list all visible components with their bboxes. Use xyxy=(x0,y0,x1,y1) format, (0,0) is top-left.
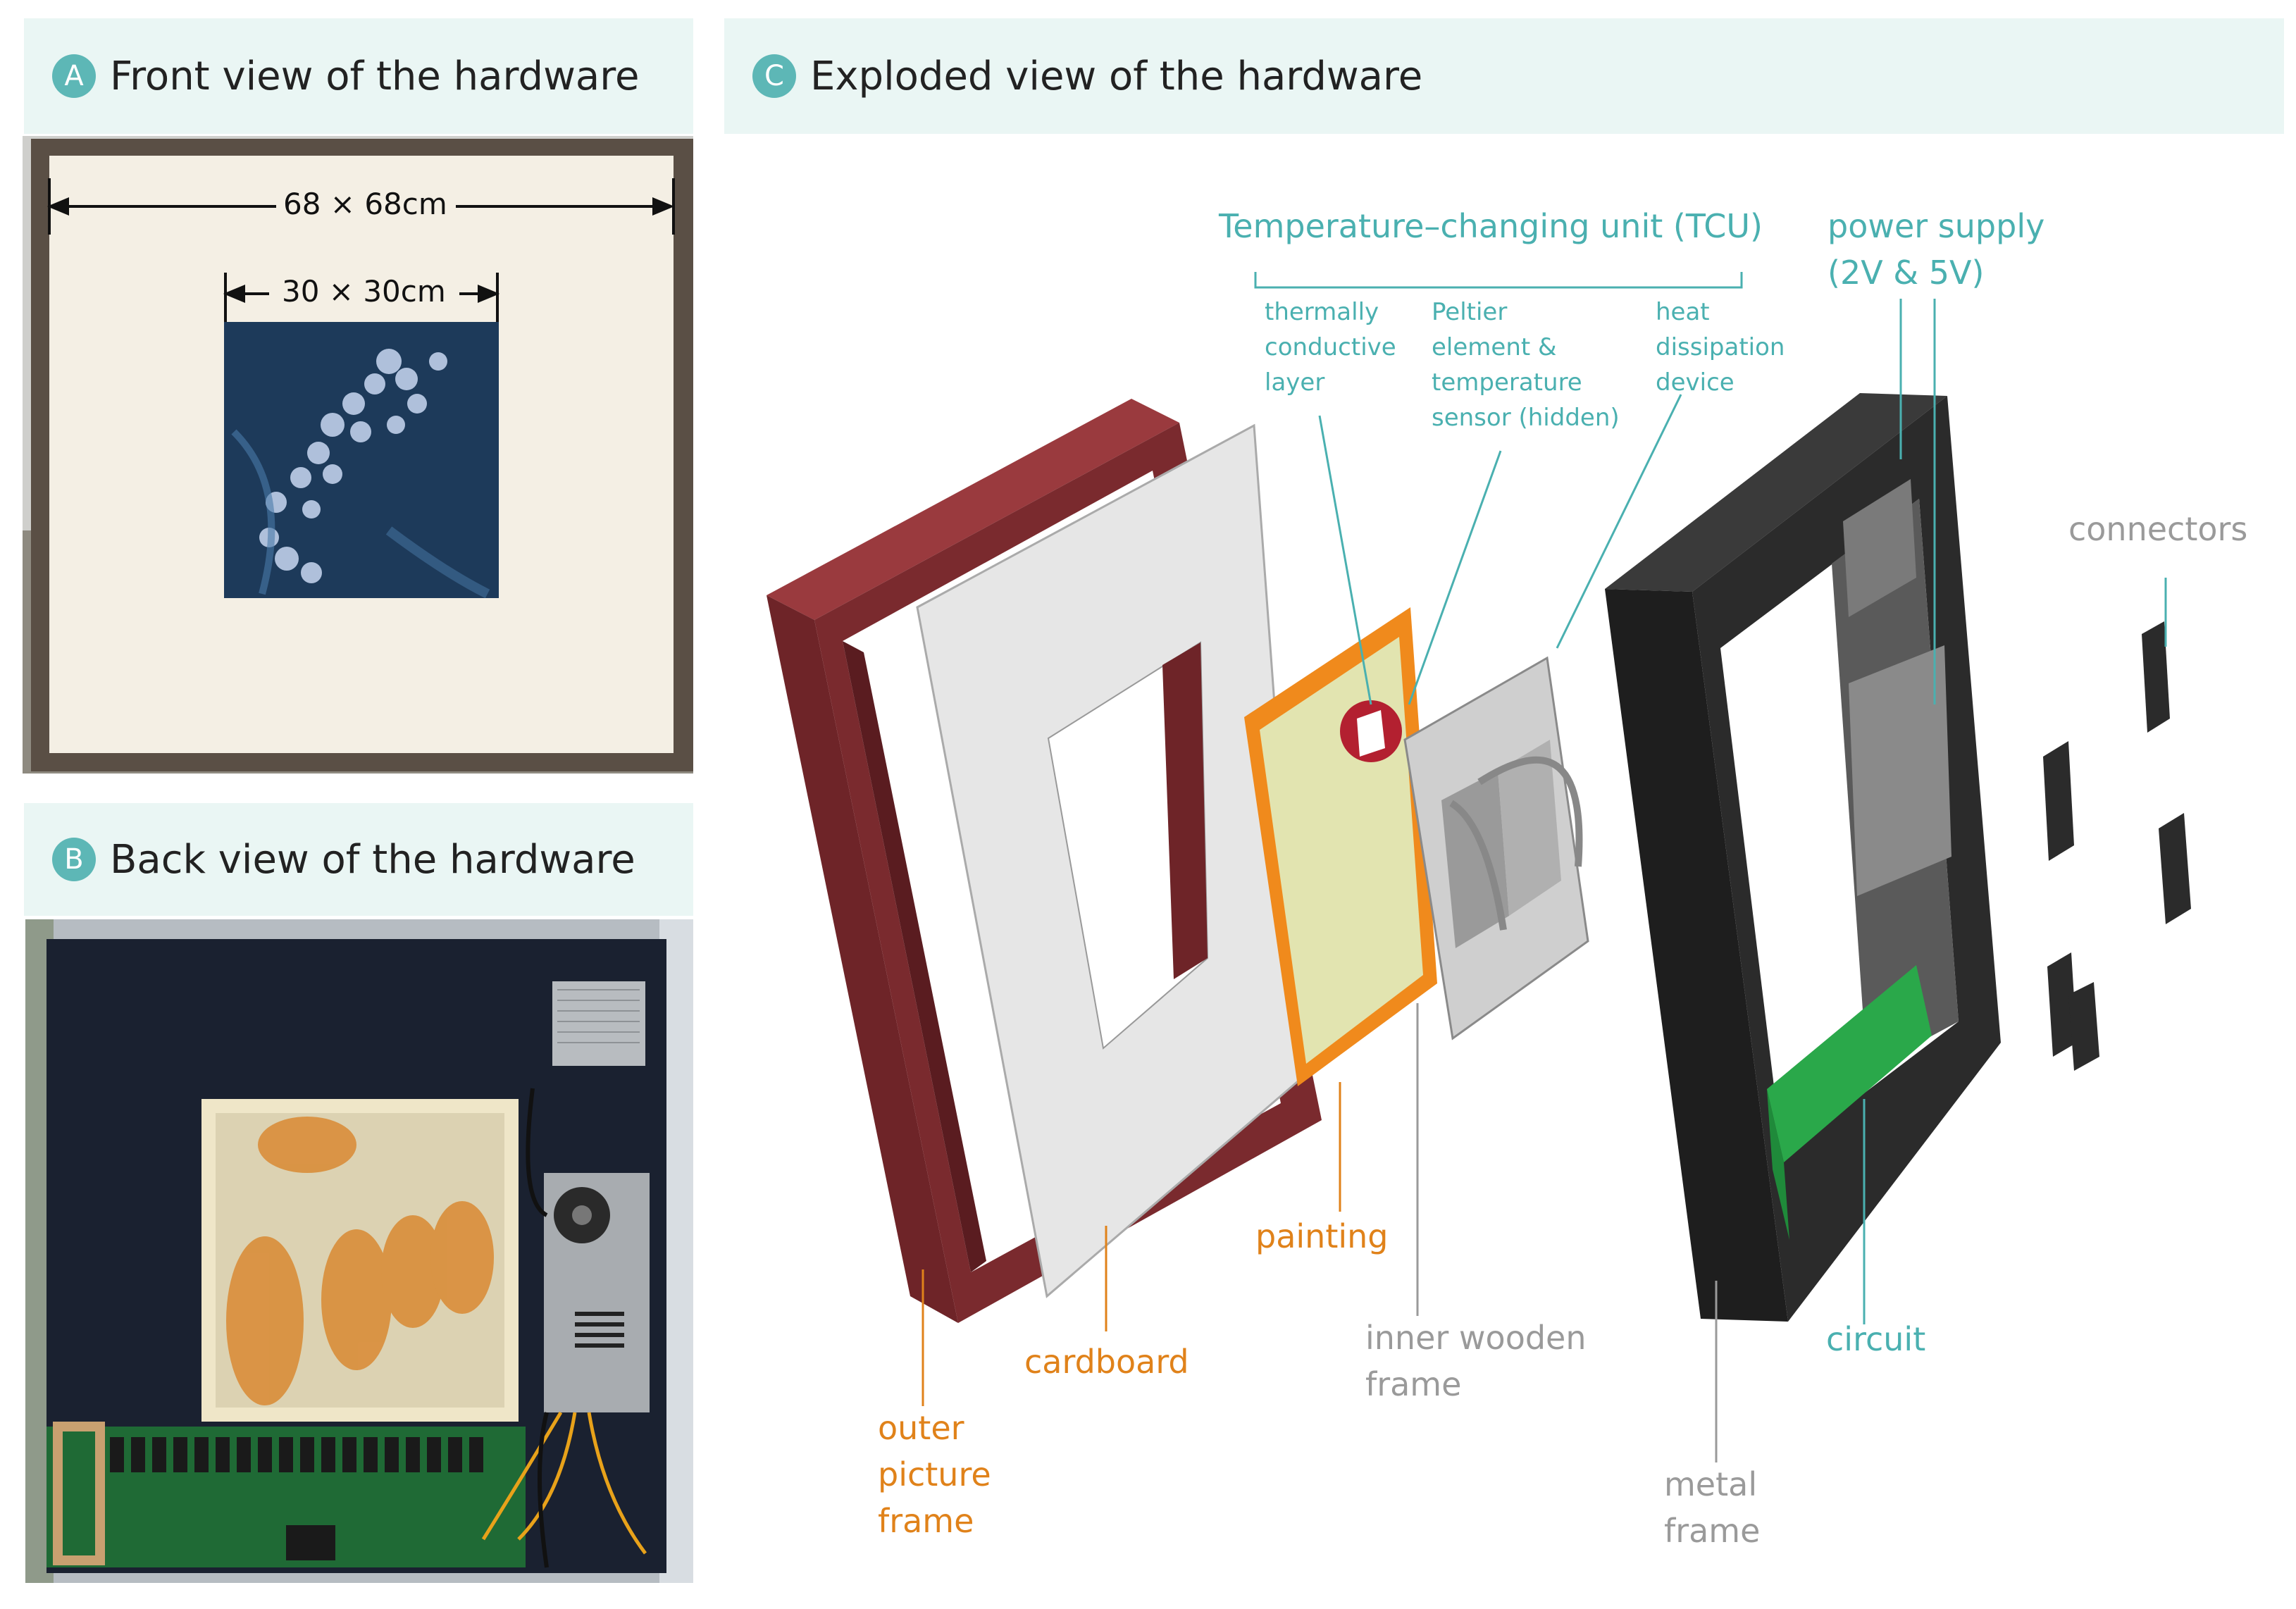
back-view-drawing xyxy=(25,919,693,1583)
outer-frame-label: outer picture frame xyxy=(878,1409,991,1540)
front-view-drawing xyxy=(23,136,693,774)
peltier-label: Peltier element & temperature sensor (hi… xyxy=(1432,298,1620,432)
tcu-label: Temperature–changing unit (TCU) xyxy=(1219,207,1763,245)
flower-cluster xyxy=(259,349,447,583)
metal-frame-label: metal frame xyxy=(1664,1465,1761,1550)
power-supply-small xyxy=(552,981,645,1066)
back-view-photo xyxy=(25,919,693,1583)
cables xyxy=(481,1411,647,1555)
circuit-board-3d xyxy=(1767,965,1932,1162)
inner-dimension-line xyxy=(223,273,500,322)
painting-panel xyxy=(1244,607,1437,1086)
copper-heating-pads xyxy=(226,1117,494,1405)
cardboard xyxy=(916,423,1303,1298)
panel-a-badge: A xyxy=(52,54,96,98)
connectors-label: connectors xyxy=(2068,510,2248,548)
connector-plates xyxy=(2043,621,2191,1071)
outer-dimension-label: 68 × 68cm xyxy=(283,187,447,221)
metal-frame-box xyxy=(1605,393,2001,1322)
panel-c-title: Exploded view of the hardware xyxy=(810,53,1423,99)
panel-a-title: Front view of the hardware xyxy=(110,53,640,99)
outer-dimension-line xyxy=(46,178,675,235)
panel-c-badge: C xyxy=(752,54,796,98)
wooden-support xyxy=(53,1422,105,1565)
teal-leader-lines xyxy=(1254,272,2167,1324)
panel-b-header: B Back view of the hardware xyxy=(24,803,693,916)
front-view-photo: 68 × 68cm 30 × 30cm xyxy=(23,136,693,774)
circuit-label: circuit xyxy=(1826,1320,1926,1358)
panel-a-header: A Front view of the hardware xyxy=(24,18,693,134)
thermal-layer-label: thermally conductive layer xyxy=(1265,298,1396,397)
heat-dissipation-label: heat dissipation device xyxy=(1656,298,1785,397)
panel-c-header: C Exploded view of the hardware xyxy=(724,18,2284,134)
power-supply-label: power supply (2V & 5V) xyxy=(1828,207,2045,292)
tcu-assembly xyxy=(1403,656,1589,1040)
inner-frame-label: inner wooden frame xyxy=(1365,1319,1587,1403)
painting-label: painting xyxy=(1255,1217,1389,1255)
panel-b-badge: B xyxy=(52,838,96,881)
panel-b-title: Back view of the hardware xyxy=(110,836,635,883)
cardboard-label: cardboard xyxy=(1024,1343,1189,1381)
inner-dimension-label: 30 × 30cm xyxy=(282,274,446,309)
